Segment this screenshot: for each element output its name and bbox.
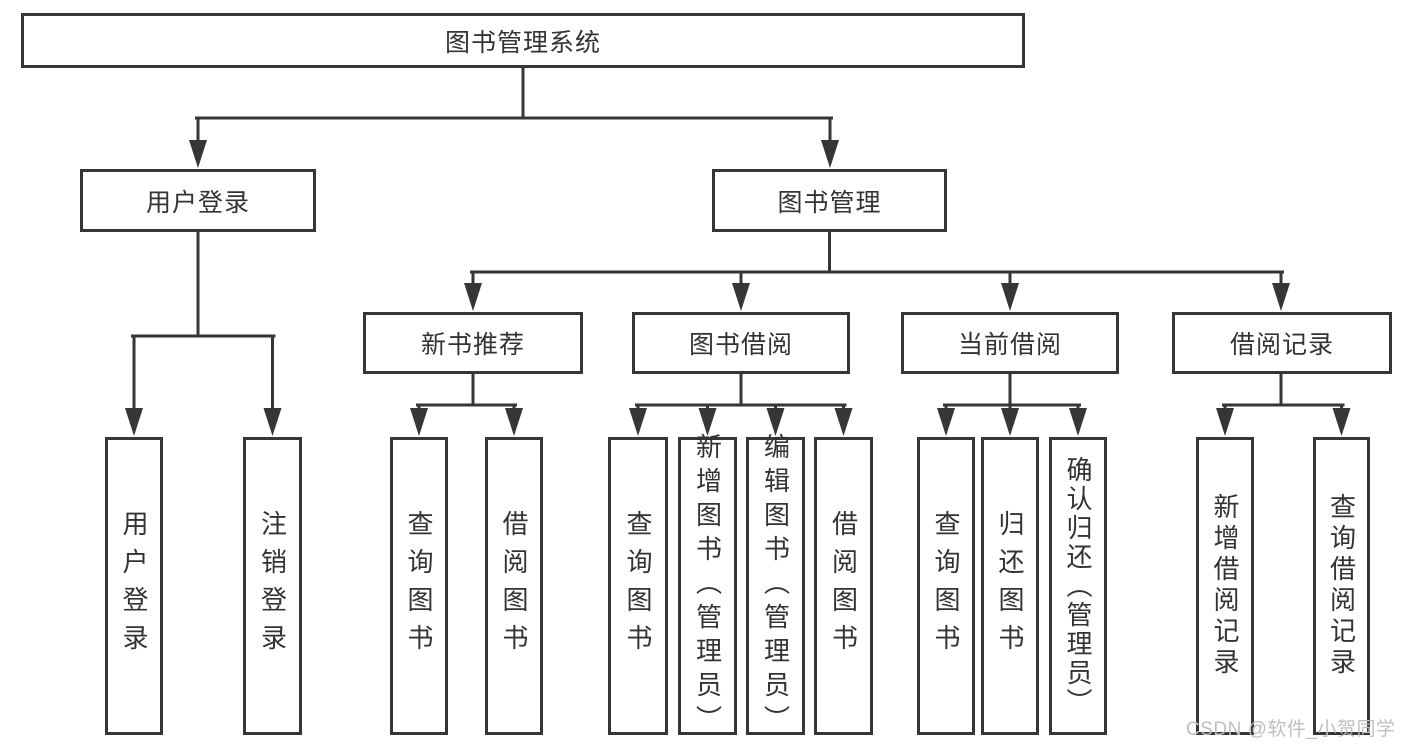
node-new-book-recommend-label: 新书推荐 [420,331,525,359]
arrowheads [125,140,1351,436]
leaf-user-login-label: 用户登录 [119,510,149,662]
node-book-borrow: 图书借阅 [632,312,850,374]
node-new-book-recommend: 新书推荐 [363,312,583,374]
node-borrow-records: 借阅记录 [1172,312,1392,374]
leaf-query-borrow-record: 查询借阅记录 [1313,437,1370,735]
leaf-borrow-books-recommend-label: 借阅图书 [499,510,529,662]
leaf-edit-book-admin: 编辑图书（管理员） [746,433,805,739]
node-current-borrow: 当前借阅 [901,312,1119,374]
leaf-borrow-books-recommend: 借阅图书 [485,437,543,735]
leaf-edit-book-admin-label: 编辑图书（管理员） [760,433,791,739]
leaf-confirm-return-admin-label: 确认归还（管理员） [1063,455,1093,717]
node-user-login-label: 用户登录 [145,188,250,217]
leaf-query-books-current: 查询图书 [917,437,975,735]
leaf-query-books-borrow: 查询图书 [608,437,668,735]
leaf-add-book-admin: 新增图书（管理员） [678,433,737,739]
leaf-query-books-borrow-label: 查询图书 [623,510,653,662]
leaf-query-books-recommend-label: 查询图书 [404,510,434,662]
node-root-label: 图书管理系统 [444,28,601,57]
leaf-logout-label: 注销登录 [257,510,288,662]
leaf-add-borrow-record-label: 新增借阅记录 [1210,493,1240,679]
node-book-management-label: 图书管理 [777,188,882,217]
node-book-borrow-label: 图书借阅 [688,331,793,359]
watermark: CSDN @软件_小贺同学 [1186,719,1396,740]
leaf-return-books: 归还图书 [981,437,1039,735]
node-root: 图书管理系统 [21,13,1025,68]
leaf-query-books-current-label: 查询图书 [931,510,961,662]
leaf-borrow-books: 借阅图书 [814,437,873,735]
leaf-confirm-return-admin: 确认归还（管理员） [1049,437,1107,735]
leaf-return-books-label: 归还图书 [995,510,1025,662]
node-current-borrow-label: 当前借阅 [957,331,1062,359]
leaf-logout: 注销登录 [243,437,302,735]
leaf-query-books-recommend: 查询图书 [390,437,448,735]
leaf-add-borrow-record: 新增借阅记录 [1196,437,1254,735]
leaf-add-book-admin-label: 新增图书（管理员） [692,433,723,739]
node-user-login: 用户登录 [80,169,316,232]
leaf-user-login: 用户登录 [105,437,163,735]
node-book-management: 图书管理 [712,169,947,232]
leaf-borrow-books-label: 借阅图书 [828,510,859,662]
node-borrow-records-label: 借阅记录 [1229,331,1334,359]
leaf-query-borrow-record-label: 查询借阅记录 [1326,493,1357,679]
